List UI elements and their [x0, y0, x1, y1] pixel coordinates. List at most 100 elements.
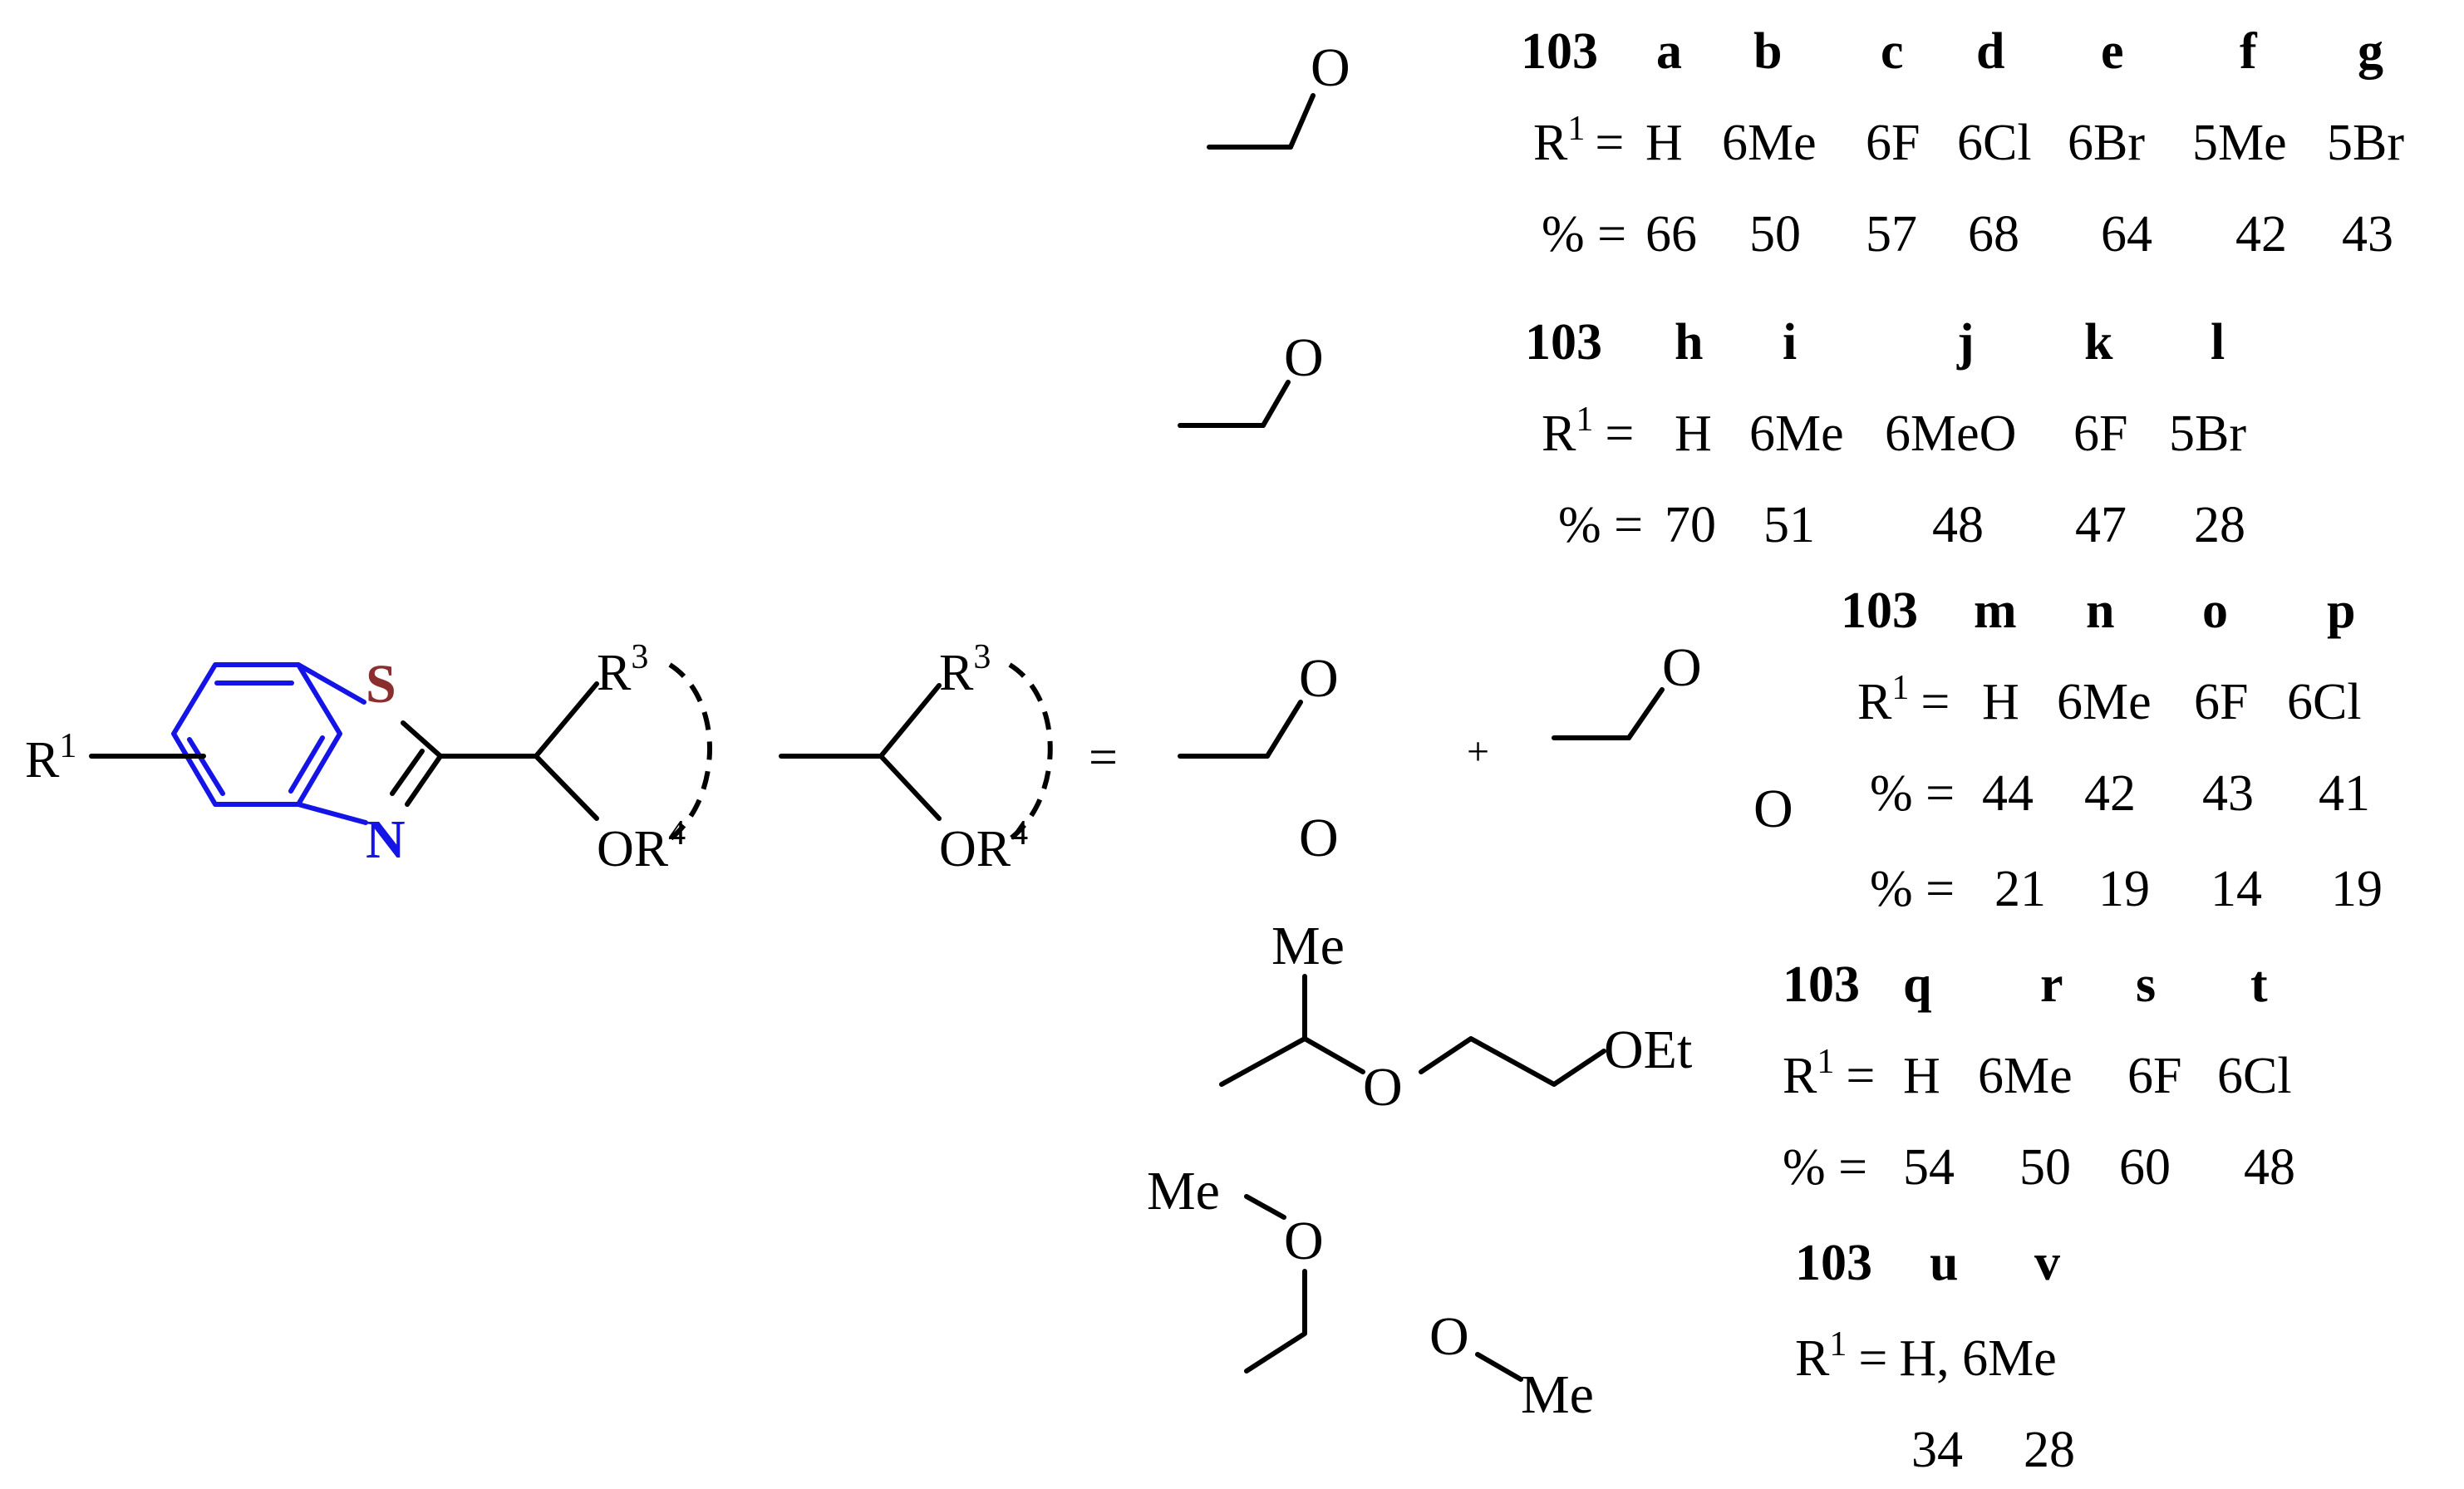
- yield-value: 34: [1911, 1422, 1963, 1478]
- chain-bonds: [1419, 1036, 1606, 1087]
- compound-letter: n: [2086, 582, 2114, 639]
- yield-row-label-2: % =: [1870, 861, 1955, 917]
- bond-c2-n-double: [390, 749, 425, 796]
- benzothiazole-core: S N R1 R3 OR4: [25, 638, 712, 877]
- yield-value: 64: [2101, 206, 2152, 263]
- compound-letter: q: [1903, 956, 1931, 1013]
- r1-row-label: R1=: [1542, 401, 1634, 462]
- yield-value: 14: [2211, 861, 2262, 917]
- ring-closure-dashed: [668, 662, 712, 842]
- yield-value: 70: [1665, 497, 1716, 553]
- compound-letter: t: [2250, 956, 2268, 1013]
- r3-label: R3: [597, 638, 648, 701]
- r1-value: H: [1903, 1048, 1940, 1104]
- r1-value: 6Me: [2057, 674, 2152, 730]
- r1-row-label: R1=: [1857, 669, 1950, 730]
- bond-s-c2: [401, 720, 443, 759]
- yield-value: 50: [1749, 206, 1801, 263]
- compound-letter: b: [1753, 23, 1782, 80]
- r1-value: H: [1645, 115, 1683, 171]
- table-103-m-p: 103 m n o p R1= H 6Me 6F 6Cl % = 44 42 4…: [1841, 582, 2383, 917]
- yield-value: 21: [1994, 861, 2046, 917]
- thf-structure: O: [1207, 37, 1350, 150]
- compound-letter: l: [2211, 314, 2225, 371]
- dioxolane-4-yl-structure: O O: [1552, 637, 1793, 839]
- yield-value: 66: [1645, 206, 1697, 263]
- series-label: 103: [1795, 1235, 1872, 1291]
- r1-value: 6MeO: [1885, 405, 2016, 462]
- yield-value: 54: [1903, 1139, 1955, 1196]
- bond-ch-o: [878, 754, 942, 821]
- yield-value: 42: [2084, 765, 2136, 822]
- compound-letter: k: [2084, 314, 2113, 371]
- bond-ch-r3: [878, 683, 942, 759]
- bond-ch-o: [534, 754, 599, 821]
- bond: [1219, 1036, 1307, 1087]
- compound-letter: u: [1930, 1235, 1958, 1291]
- compound-letter: v: [2034, 1235, 2060, 1291]
- r1-value: H: [1982, 674, 2019, 730]
- series-label: 103: [1783, 956, 1860, 1013]
- table-103-h-l: 103 h i j k l R1= H 6Me 6MeO 6F 5Br % = …: [1525, 314, 2246, 553]
- r1-value: 6Me: [1978, 1048, 2073, 1104]
- r1-label: R1: [25, 727, 76, 789]
- yield-value: 44: [1982, 765, 2034, 822]
- table-103-a-g: 103 a b c d e f g R1= H 6Me 6F 6Cl 6Br 5…: [1521, 23, 2404, 263]
- yield-value: 28: [2024, 1422, 2075, 1478]
- yield-value: 47: [2075, 497, 2127, 553]
- oxygen-atom: O: [1662, 637, 1702, 698]
- methyl-label: Me: [1521, 1364, 1594, 1425]
- r1-value: 6Me: [1749, 405, 1844, 462]
- r1-row-label: R1=: [1533, 110, 1624, 171]
- r1-value: 5Me: [2192, 115, 2287, 171]
- bond-c2-n: [405, 754, 443, 807]
- oxygen-atom: O: [1284, 1211, 1324, 1271]
- ring-bond-c-s: [296, 662, 366, 705]
- or4-label: OR4: [939, 814, 1028, 877]
- r1-value: 6F: [1866, 115, 1920, 171]
- r1-value: 6Me: [1722, 115, 1817, 171]
- dioxolane-2-yl-structure: O O: [1178, 648, 1339, 868]
- generic-substituent: R3 OR4 = +: [779, 638, 1489, 877]
- yield-value: 28: [2194, 497, 2245, 553]
- compound-letter: e: [2101, 23, 2124, 80]
- bond: [1475, 1352, 1523, 1382]
- thf-ring: [1288, 93, 1316, 150]
- equals-sign: =: [1089, 730, 1118, 786]
- table-103-u-v: 103 u v R1=H, 6Me 34 28: [1795, 1235, 2075, 1478]
- compound-letter: c: [1881, 23, 1904, 80]
- thp-structure: O: [1178, 327, 1324, 428]
- chain-bonds: [1244, 1269, 1307, 1374]
- r1-value: 6Cl: [1957, 115, 2032, 171]
- r1-value: 6Cl: [2217, 1048, 2292, 1104]
- yield-value: 48: [2244, 1139, 2295, 1196]
- oxygen-atom: O: [1284, 327, 1324, 388]
- yield-value: 43: [2202, 765, 2254, 822]
- dioxolane-ring: [1265, 700, 1303, 759]
- ethoxy-label: OEt: [1604, 1020, 1692, 1080]
- yield-value: 57: [1866, 206, 1917, 263]
- r1-value: 6Cl: [2287, 674, 2362, 730]
- ring-bond-c-n: [296, 802, 368, 825]
- yield-row-label: % =: [1558, 497, 1643, 553]
- ring-double-bond: [187, 737, 225, 796]
- r1-row-label: R1=H, 6Me: [1795, 1325, 2057, 1387]
- bond: [1244, 1194, 1286, 1220]
- compound-letter: d: [1976, 23, 2004, 80]
- yield-value: 48: [1932, 497, 1984, 553]
- compound-letter: i: [1783, 314, 1797, 371]
- oxygen-atom: O: [1299, 648, 1339, 709]
- series-label: 103: [1521, 23, 1598, 80]
- oxygen-atom: O: [1299, 808, 1339, 868]
- compound-letter: p: [2327, 582, 2355, 639]
- or4-label: OR4: [597, 814, 686, 877]
- series-label: 103: [1525, 314, 1602, 371]
- compound-letter: a: [1656, 23, 1682, 80]
- yield-value: 42: [2235, 206, 2287, 263]
- compound-letter: g: [2358, 23, 2383, 80]
- yield-value: 60: [2119, 1139, 2171, 1196]
- bond-ch-r3: [534, 681, 599, 759]
- yield-value: 68: [1968, 206, 2019, 263]
